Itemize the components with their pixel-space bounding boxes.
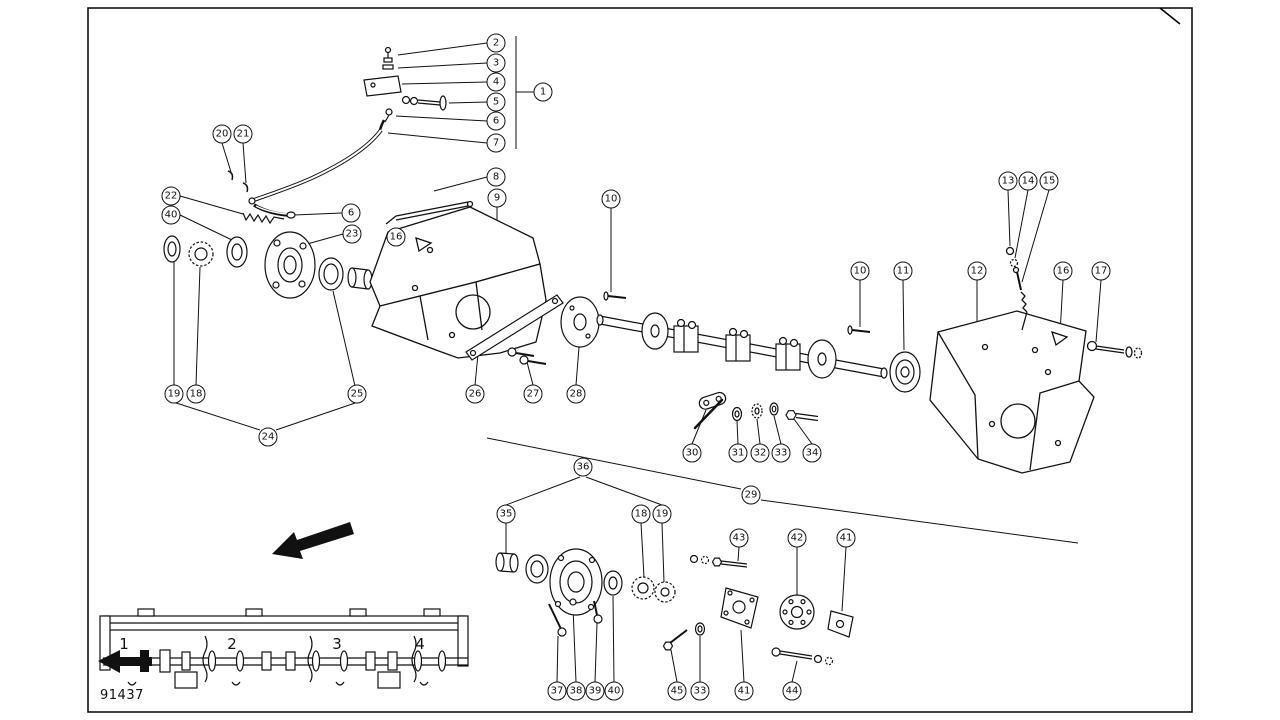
lubrication-fitting-drawing bbox=[363, 46, 447, 131]
callout-11: 11 bbox=[893, 261, 913, 281]
callout-30: 30 bbox=[682, 443, 702, 463]
figure-number: 91437 bbox=[100, 688, 144, 703]
callout-7: 7 bbox=[486, 133, 506, 153]
callout-45: 45 bbox=[667, 681, 687, 701]
inset-section-label-4: 4 bbox=[415, 635, 425, 653]
callout-3: 3 bbox=[486, 53, 506, 73]
callout-10: 10 bbox=[601, 189, 621, 209]
callout-40: 40 bbox=[161, 205, 181, 225]
callout-43: 43 bbox=[729, 528, 749, 548]
callout-40: 40 bbox=[604, 681, 624, 701]
callout-23: 23 bbox=[342, 224, 362, 244]
callout-41: 41 bbox=[734, 681, 754, 701]
callout-20: 20 bbox=[212, 124, 232, 144]
callout-39: 39 bbox=[585, 681, 605, 701]
callout-17: 17 bbox=[1091, 261, 1111, 281]
callout-22: 22 bbox=[161, 186, 181, 206]
callout-1: 1 bbox=[533, 82, 553, 102]
leader-lines bbox=[169, 36, 1102, 683]
callout-18: 18 bbox=[186, 384, 206, 404]
callout-10: 10 bbox=[850, 261, 870, 281]
direction-arrow bbox=[272, 522, 354, 559]
callout-31: 31 bbox=[728, 443, 748, 463]
callout-34: 34 bbox=[802, 443, 822, 463]
bottom-hub-assembly-drawing bbox=[495, 548, 854, 666]
left-hub-assembly-drawing bbox=[163, 231, 373, 299]
callout-28: 28 bbox=[566, 384, 586, 404]
callout-42: 42 bbox=[787, 528, 807, 548]
link-parts-drawing bbox=[693, 391, 819, 430]
callout-9: 9 bbox=[487, 188, 507, 208]
callout-27: 27 bbox=[523, 384, 543, 404]
inset-section-label-3: 3 bbox=[332, 635, 342, 653]
callout-4: 4 bbox=[486, 72, 506, 92]
center-shield-drawing bbox=[369, 200, 547, 359]
callout-19: 19 bbox=[652, 504, 672, 524]
callout-16: 16 bbox=[1053, 261, 1073, 281]
callout-16: 16 bbox=[386, 227, 406, 247]
callout-26: 26 bbox=[465, 384, 485, 404]
callout-12: 12 bbox=[967, 261, 987, 281]
callout-44: 44 bbox=[782, 681, 802, 701]
callout-6: 6 bbox=[341, 203, 361, 223]
callout-33: 33 bbox=[771, 443, 791, 463]
inset-section-label-1: 1 bbox=[119, 635, 129, 653]
callout-24: 24 bbox=[258, 427, 278, 447]
inset-section-label-2: 2 bbox=[227, 635, 237, 653]
callout-2: 2 bbox=[486, 33, 506, 53]
callout-14: 14 bbox=[1018, 171, 1038, 191]
callout-37: 37 bbox=[547, 681, 567, 701]
callout-21: 21 bbox=[233, 124, 253, 144]
callout-33: 33 bbox=[690, 681, 710, 701]
callout-19: 19 bbox=[164, 384, 184, 404]
callout-18: 18 bbox=[631, 504, 651, 524]
inset-overview-drawing bbox=[98, 608, 469, 689]
callout-35: 35 bbox=[496, 504, 516, 524]
support-bar-drawing bbox=[465, 294, 600, 365]
right-shield-drawing bbox=[929, 246, 1143, 474]
hose-drawing bbox=[227, 128, 383, 225]
callout-32: 32 bbox=[750, 443, 770, 463]
callout-13: 13 bbox=[998, 171, 1018, 191]
callout-41: 41 bbox=[836, 528, 856, 548]
callout-29: 29 bbox=[741, 485, 761, 505]
callout-5: 5 bbox=[486, 92, 506, 112]
callout-6: 6 bbox=[486, 111, 506, 131]
driveline-shaft-drawing bbox=[596, 291, 921, 393]
page-border bbox=[87, 7, 1193, 713]
callout-36: 36 bbox=[573, 457, 593, 477]
callout-38: 38 bbox=[566, 681, 586, 701]
callout-15: 15 bbox=[1039, 171, 1059, 191]
callout-8: 8 bbox=[486, 167, 506, 187]
callout-25: 25 bbox=[347, 384, 367, 404]
